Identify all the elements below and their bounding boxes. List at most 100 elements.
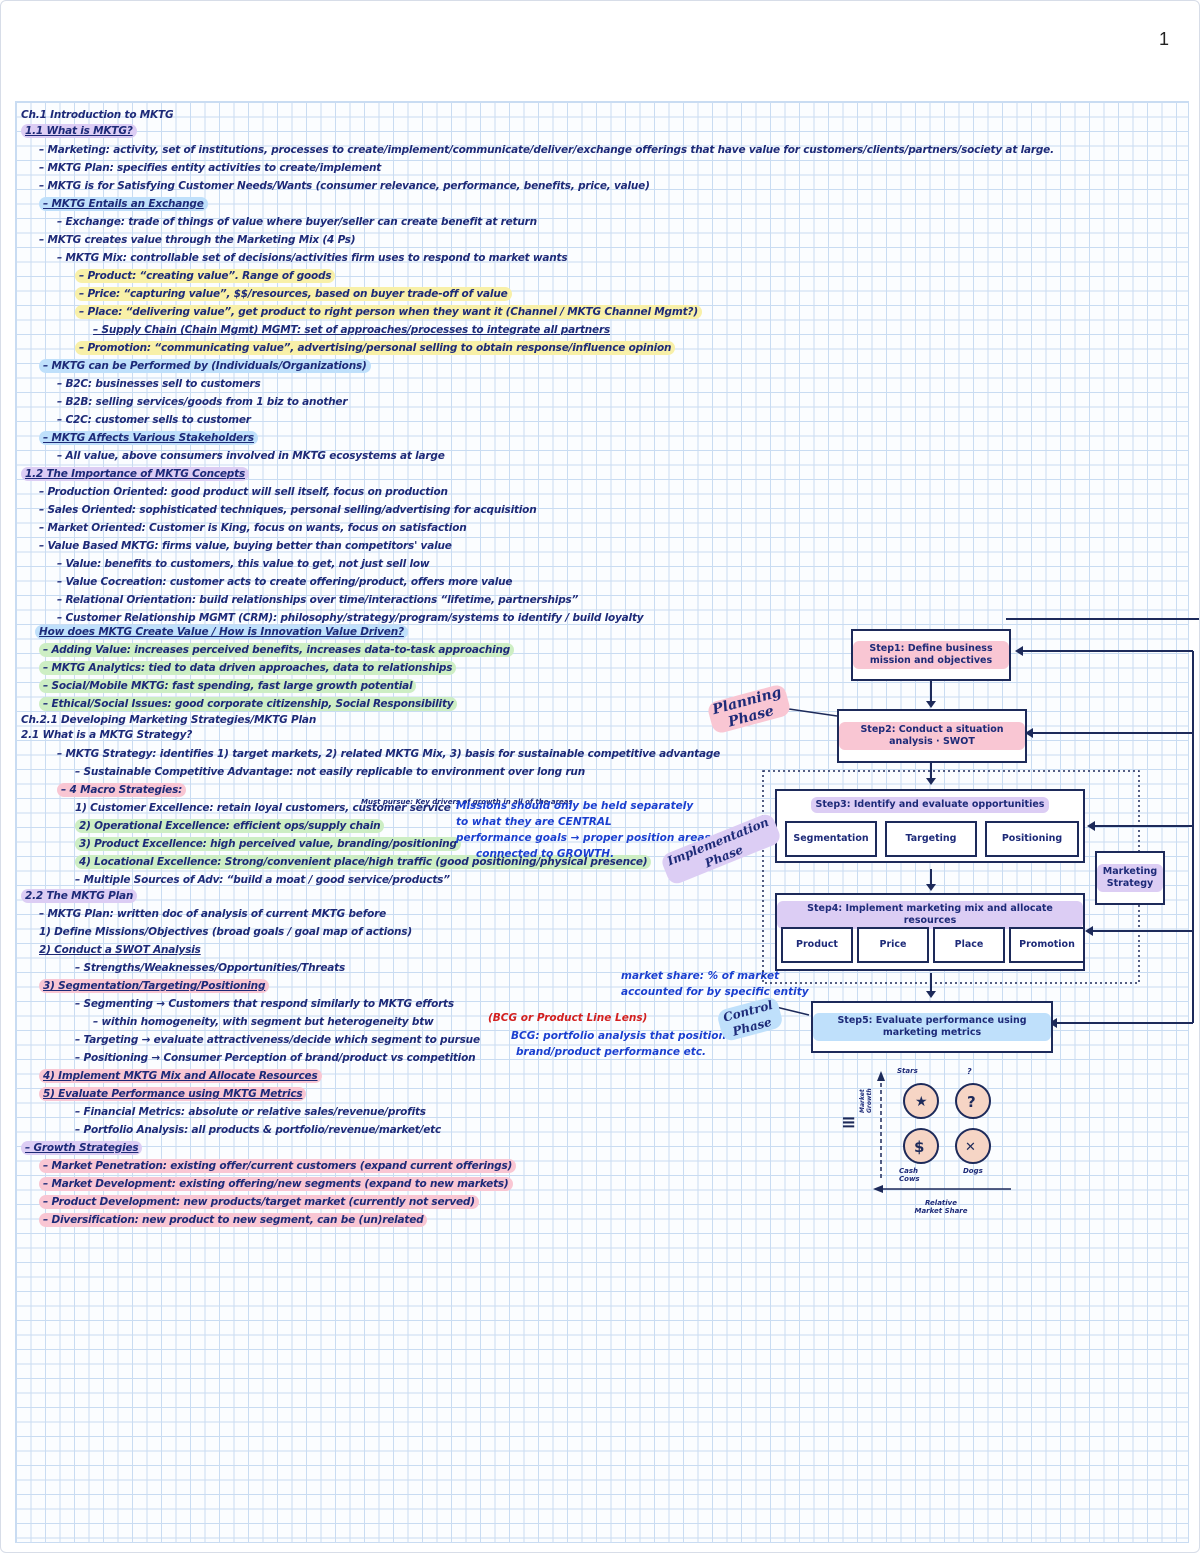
positioning-box: Positioning [985,821,1079,857]
note-line: – All value, above consumers involved in… [57,450,445,463]
note-line: – Financial Metrics: absolute or relativ… [75,1106,426,1119]
note-line: – Product Development: new products/targ… [39,1195,479,1209]
note-text: – Strengths/Weaknesses/Opportunities/Thr… [75,962,345,974]
note-line: – C2C: customer sells to customer [57,414,251,427]
note-text: 4) Implement MKTG Mix and Allocate Resou… [39,1069,322,1083]
promotion-box: Promotion [1009,927,1085,963]
note-line: – Promotion: “communicating value”, adve… [75,341,676,355]
note-text: Ch.2.1 Developing Marketing Strategies/M… [21,714,317,726]
note-text: 1) Customer Excellence: retain loyal cus… [75,802,451,814]
note-line: – Product: “creating value”. Range of go… [75,269,336,283]
note-line: 2.1 What is a MKTG Strategy? [21,729,192,742]
note-line: 3) Segmentation/Targeting/Positioning [39,979,270,993]
note-line: 5) Evaluate Performance using MKTG Metri… [39,1087,307,1101]
svg-text:?: ? [967,1093,976,1111]
note-line: – 4 Macro Strategies: [57,783,187,797]
note-line: – MKTG Analytics: tied to data driven ap… [39,661,457,675]
note-text: – Financial Metrics: absolute or relativ… [75,1106,426,1118]
note-text: – Value Cocreation: customer acts to cre… [57,576,513,588]
note-text: – Targeting → evaluate attractiveness/de… [75,1034,480,1046]
note-text: – Product: “creating value”. Range of go… [75,269,336,283]
note-line: 3) Product Excellence: high perceived va… [75,837,461,851]
note-text: 5) Evaluate Performance using MKTG Metri… [39,1087,307,1101]
note-line: – Positioning → Consumer Perception of b… [75,1052,476,1065]
step3-label: Step3: Identify and evaluate opportuniti… [810,797,1050,813]
side-note: connected to GROWTH. [476,848,615,860]
note-line: – Value: benefits to customers, this val… [57,558,430,571]
flowchart-connectors: ★ ? $ ✕ ≡ [762,618,1199,1193]
note-text: – MKTG is for Satisfying Customer Needs/… [39,180,650,192]
note-line: – within homogeneity, with segment but h… [93,1016,434,1029]
note-line: – MKTG Plan: specifies entity activities… [39,162,381,175]
note-line: – Relational Orientation: build relation… [57,594,578,607]
note-line: – Supply Chain (Chain Mgmt) MGMT: set of… [93,324,610,337]
side-note: performance goals → proper position area… [456,832,742,844]
targeting-label: Targeting [905,833,957,844]
note-text: 1.2 The Importance of MKTG Concepts [21,467,249,481]
note-line: – Multiple Sources of Adv: “build a moat… [75,874,450,887]
side-note: brand/product performance etc. [516,1046,707,1058]
note-text: – Market Penetration: existing offer/cur… [39,1159,517,1173]
note-line: – Sustainable Competitive Advantage: not… [75,766,585,779]
note-line: – Exchange: trade of things of value whe… [57,216,537,229]
side-note: market share: % of market [621,970,780,982]
note-line: – Targeting → evaluate attractiveness/de… [75,1034,480,1047]
note-line: Ch.2.1 Developing Marketing Strategies/M… [21,714,316,727]
note-text: – Social/Mobile MKTG: fast spending, fas… [39,679,417,693]
step5-box: Step5: Evaluate performance using market… [811,1001,1053,1053]
note-line: – MKTG Affects Various Stakeholders [39,431,258,445]
note-line: – Value Based MKTG: firms value, buying … [39,540,452,553]
note-text: – Place: “delivering value”, get product… [75,305,702,319]
side-note: accounted for by specific entity [621,986,809,998]
svg-text:≡: ≡ [841,1112,856,1133]
note-text: – 4 Macro Strategies: [57,783,187,797]
price-label: Price [879,939,907,950]
note-text: – MKTG Entails an Exchange [39,197,208,211]
price-box: Price [857,927,929,963]
note-line: – Marketing: activity, set of institutio… [39,144,1054,157]
bcg-stars-label: Stars [897,1067,918,1075]
side-note: to what they are CENTRAL [456,816,612,828]
note-text: – Product Development: new products/targ… [39,1195,479,1209]
note-text: – MKTG Plan: written doc of analysis of … [39,908,386,920]
note-text: – MKTG creates value through the Marketi… [39,234,356,246]
note-text: – Sustainable Competitive Advantage: not… [75,766,585,778]
step1-box: Step1: Define business mission and objec… [851,629,1011,681]
note-text: – Value Based MKTG: firms value, buying … [39,540,452,552]
note-line: – Growth Strategies [21,1141,143,1155]
note-text: – Growth Strategies [21,1141,143,1155]
note-text: 4) Locational Excellence: Strong/conveni… [75,855,652,869]
note-text: Ch.1 Introduction to MKTG [21,109,174,121]
place-box: Place [933,927,1005,963]
step5-label: Step5: Evaluate performance using market… [813,1013,1051,1041]
bcg-dogs-label: Dogs [963,1167,983,1175]
note-line: – Market Development: existing offering/… [39,1177,513,1191]
note-line: – Segmenting → Customers that respond si… [75,998,454,1011]
note-line: – Portfolio Analysis: all products & por… [75,1124,441,1137]
note-line: 4) Implement MKTG Mix and Allocate Resou… [39,1069,322,1083]
note-line: – Adding Value: increases perceived bene… [39,643,515,657]
svg-text:✕: ✕ [965,1140,976,1155]
note-text: – All value, above consumers involved in… [57,450,445,462]
note-text: 1.1 What is MKTG? [21,124,137,138]
note-text: – Adding Value: increases perceived bene… [39,643,515,657]
marketing-plan-flowchart: ★ ? $ ✕ ≡ Step1: Define business mission… [659,611,1199,1231]
side-note: BCG: portfolio analysis that positions [511,1030,733,1042]
note-text: – Promotion: “communicating value”, adve… [75,341,676,355]
note-text: – Marketing: activity, set of institutio… [39,144,1054,156]
targeting-box: Targeting [885,821,977,857]
side-note: (BCG or Product Line Lens) [488,1012,648,1024]
note-line: 2) Operational Excellence: efficient ops… [75,819,385,833]
note-text: – MKTG Affects Various Stakeholders [39,431,258,445]
note-text: – Multiple Sources of Adv: “build a moat… [75,874,450,886]
note-text: – Price: “capturing value”, $$/resources… [75,287,512,301]
segmentation-label: Segmentation [793,833,869,844]
note-text: – Value: benefits to customers, this val… [57,558,430,570]
note-text: – Customer Relationship MGMT (CRM): phil… [57,612,644,624]
note-text: – B2B: selling services/goods from 1 biz… [57,396,348,408]
marketing-strategy-label: Marketing Strategy [1097,864,1163,892]
note-text: 2.2 The MKTG Plan [21,889,138,903]
note-line: – Diversification: new product to new se… [39,1213,428,1227]
note-line: – Ethical/Social Issues: good corporate … [39,697,458,711]
